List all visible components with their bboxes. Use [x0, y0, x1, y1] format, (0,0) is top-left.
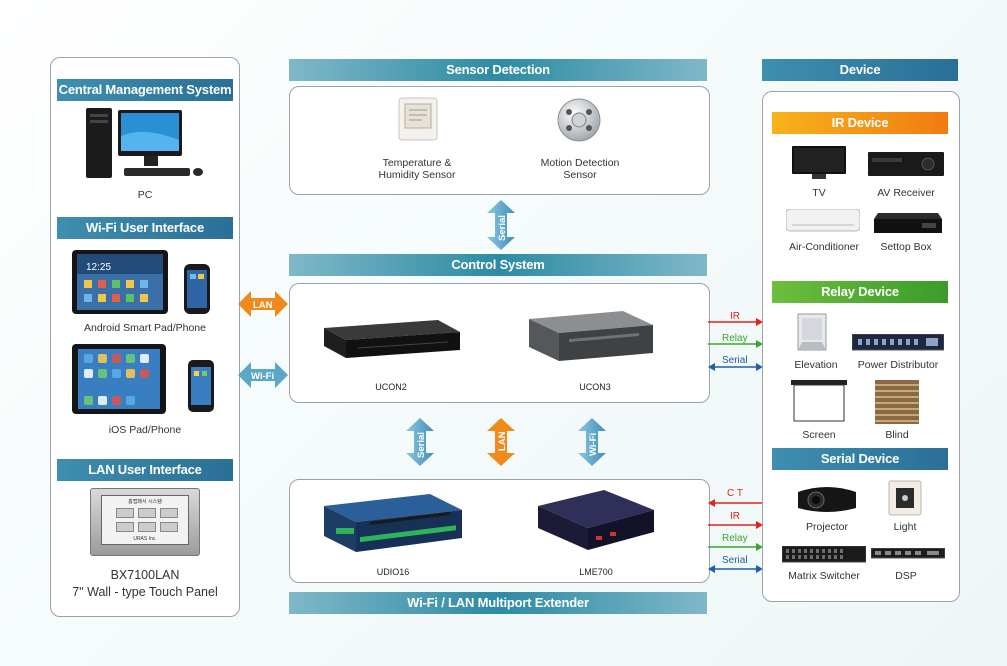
blind-label: Blind [885, 429, 909, 441]
matrix-switcher-image [782, 546, 866, 563]
pc-image [86, 108, 203, 178]
pc-label: PC [137, 189, 153, 201]
av-receiver-image [868, 152, 944, 176]
ucon3-label: UCON3 [579, 382, 611, 392]
serial-arrow-sensor: Serial [487, 200, 515, 250]
control-serial-label: Serial [722, 355, 748, 366]
control-system-header: Control System [289, 254, 707, 276]
control-ir-label: IR [730, 311, 740, 322]
svg-text:12:25: 12:25 [86, 262, 111, 273]
extender-links [708, 499, 763, 573]
settop-box-image [874, 213, 942, 233]
elevation-label: Elevation [794, 359, 838, 371]
air-conditioner-image [786, 209, 860, 232]
temperature-sensor-label-2: Humidity Sensor [378, 169, 456, 181]
wifi-arrow-left-label: Wi-Fi [251, 371, 274, 382]
dsp-image [871, 548, 945, 559]
lme700-label: LME700 [579, 567, 613, 577]
ios-label: iOS Pad/Phone [108, 424, 182, 436]
screen-label: Screen [802, 429, 836, 441]
screen-image [791, 380, 847, 422]
touch-panel-name: BX7100LAN [110, 568, 180, 582]
serial-arrow-extender-label: Serial [416, 432, 427, 458]
wifi-arrow-extender-label: Wi-Fi [588, 433, 599, 456]
matrix-switcher-label: Matrix Switcher [788, 570, 860, 582]
tv-label: TV [812, 187, 826, 199]
temperature-sensor-image [398, 97, 438, 141]
extender-ct-label: C T [727, 488, 743, 499]
lan-ui-header: LAN User Interface [57, 459, 233, 481]
lan-arrow-extender: LAN [487, 418, 515, 466]
power-distributor-image [852, 334, 944, 351]
air-conditioner-label: Air-Conditioner [788, 241, 860, 253]
projector-label: Projector [805, 521, 848, 533]
power-distributor-label: Power Distributor [857, 359, 939, 371]
udio16-image [324, 494, 462, 552]
android-label: Android Smart Pad/Phone [84, 322, 206, 334]
light-switch-image [888, 480, 922, 516]
udio16-label: UDIO16 [376, 567, 410, 577]
lan-arrow-left-label: LAN [253, 300, 273, 311]
serial-arrow-sensor-label: Serial [497, 215, 508, 241]
ucon2-image [324, 320, 460, 358]
lan-arrow-extender-label: LAN [497, 431, 508, 451]
extender-serial-label: Serial [722, 555, 748, 566]
ucon2-label: UCON2 [375, 382, 407, 392]
serial-device-header: Serial Device [772, 448, 948, 470]
serial-arrow-extender: Serial [406, 418, 434, 466]
touch-panel-desc: 7" Wall - type Touch Panel [72, 585, 218, 599]
sensor-detection-panel [289, 86, 710, 195]
sensor-detection-header: Sensor Detection [289, 59, 707, 81]
touch-panel-title: 홈랩패서 시스템 [128, 499, 162, 505]
control-relay-label: Relay [722, 333, 748, 344]
touch-panel-brand: URAS Inc. [133, 536, 157, 542]
touch-panel-image: 홈랩패서 시스템 URAS Inc. [90, 488, 200, 556]
tv-image [792, 146, 846, 179]
wifi-arrow-left: Wi-Fi [238, 362, 288, 388]
ios-devices-image [72, 344, 214, 414]
motion-sensor-label-1: Motion Detection [540, 157, 620, 169]
wifi-ui-header: Wi-Fi User Interface [57, 217, 233, 239]
relay-device-header: Relay Device [772, 281, 948, 303]
extender-relay-label: Relay [722, 533, 748, 544]
light-label: Light [893, 521, 917, 533]
blind-image [875, 380, 919, 424]
device-header: Device [762, 59, 958, 81]
control-links [708, 318, 763, 371]
ir-device-header: IR Device [772, 112, 948, 134]
settop-box-label: Settop Box [880, 241, 932, 253]
extender-header: Wi-Fi / LAN Multiport Extender [289, 592, 707, 614]
motion-sensor-label-2: Sensor [563, 169, 597, 181]
av-receiver-label: AV Receiver [877, 187, 935, 199]
dsp-label: DSP [895, 570, 917, 582]
projector-image [798, 487, 856, 512]
lme700-image [538, 490, 654, 550]
android-devices-image: 12:25 [72, 250, 210, 314]
elevation-image [797, 313, 827, 351]
temperature-sensor-label-1: Temperature & [382, 157, 452, 169]
cms-header: Central Management System [57, 79, 233, 101]
ucon3-image [529, 311, 653, 361]
extender-ir-label: IR [730, 511, 740, 522]
motion-sensor-image [557, 98, 601, 142]
wifi-arrow-extender: Wi-Fi [578, 418, 606, 466]
lan-arrow-left: LAN [238, 291, 288, 317]
